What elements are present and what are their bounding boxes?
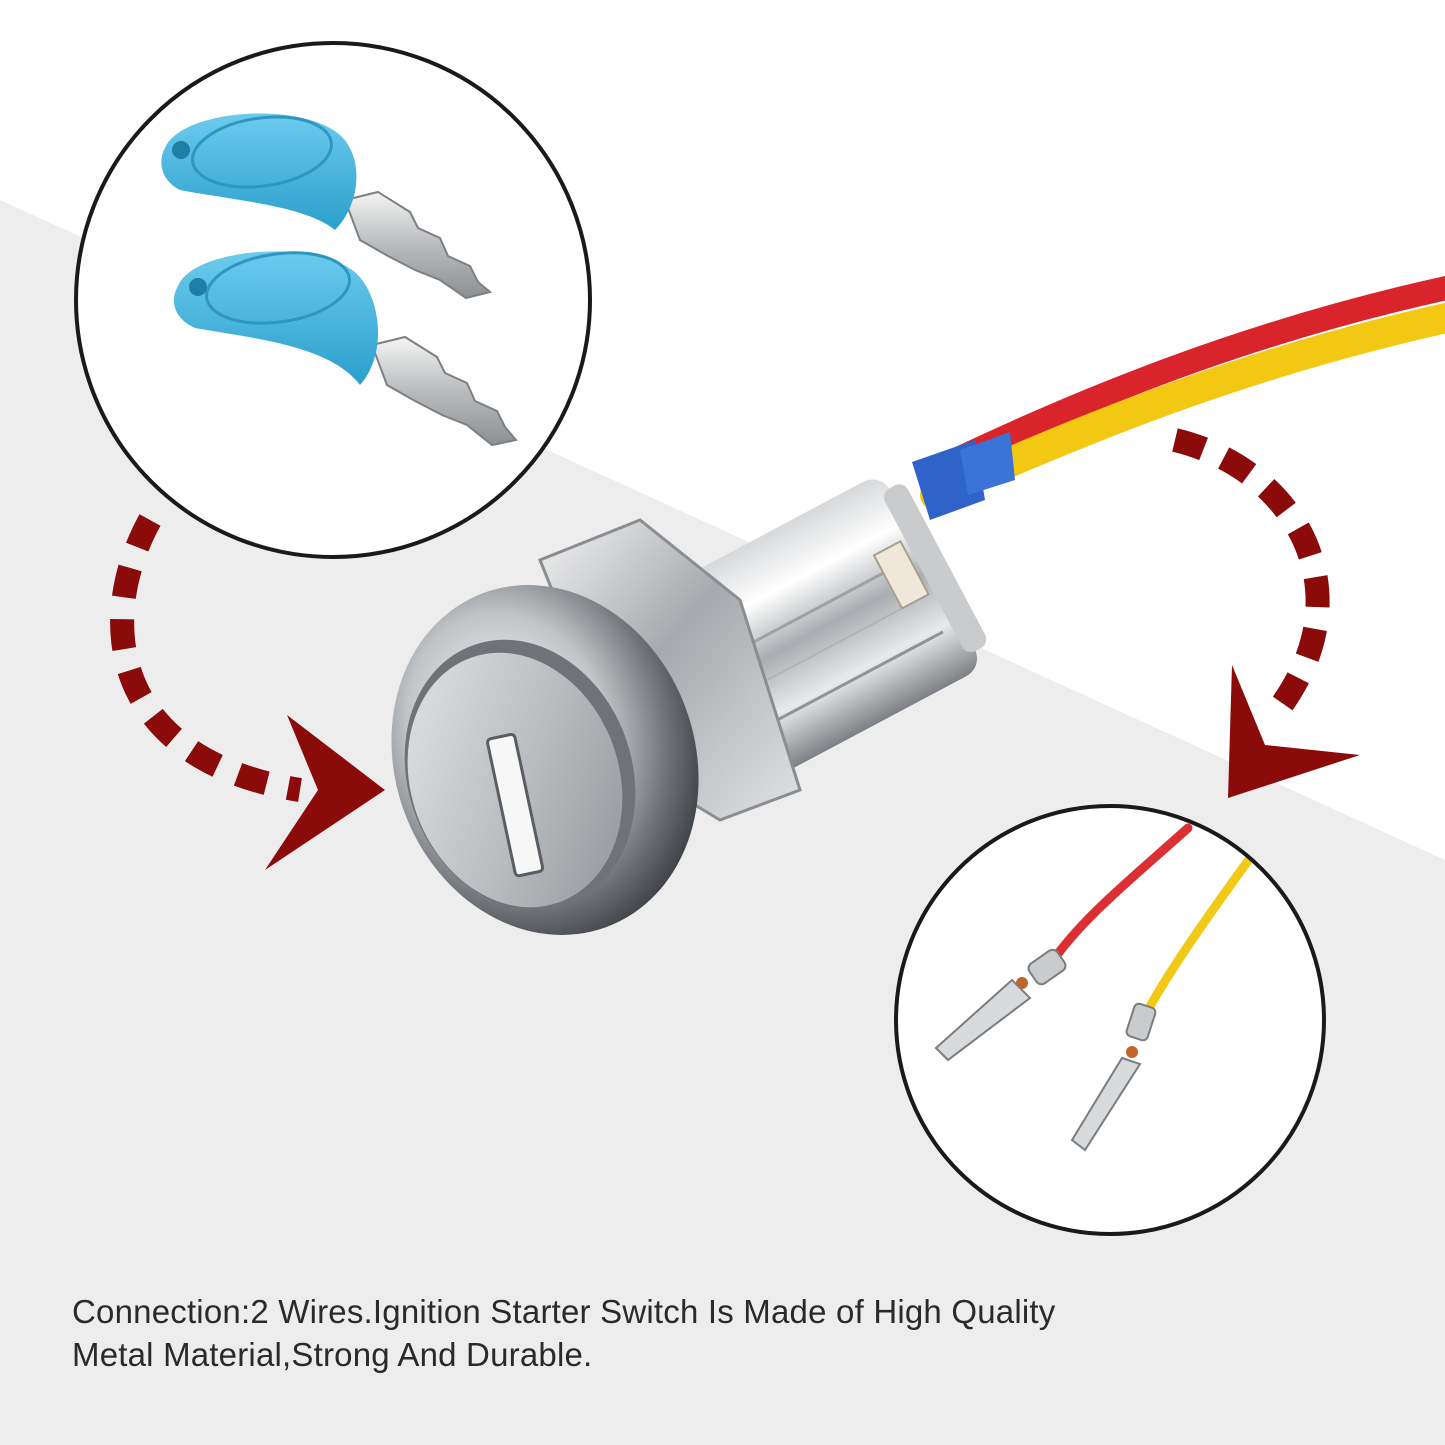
switch-wires: [912, 276, 1445, 520]
caption-line-2: Metal Material,Strong And Durable.: [72, 1336, 593, 1373]
terminals-inset: [894, 804, 1326, 1236]
terminal-icon: [1070, 1002, 1157, 1152]
keys-inset: [74, 41, 592, 559]
key-icon: [173, 251, 518, 447]
product-caption: Connection:2 Wires.Ignition Starter Swit…: [72, 1290, 1392, 1376]
caption-line-1: Connection:2 Wires.Ignition Starter Swit…: [72, 1293, 1056, 1330]
dotted-arrow-left: [110, 514, 385, 870]
key-icon: [161, 113, 493, 300]
terminal-icon: [934, 948, 1067, 1062]
ignition-switch: [391, 479, 987, 935]
dotted-arrow-right: [1172, 428, 1360, 798]
